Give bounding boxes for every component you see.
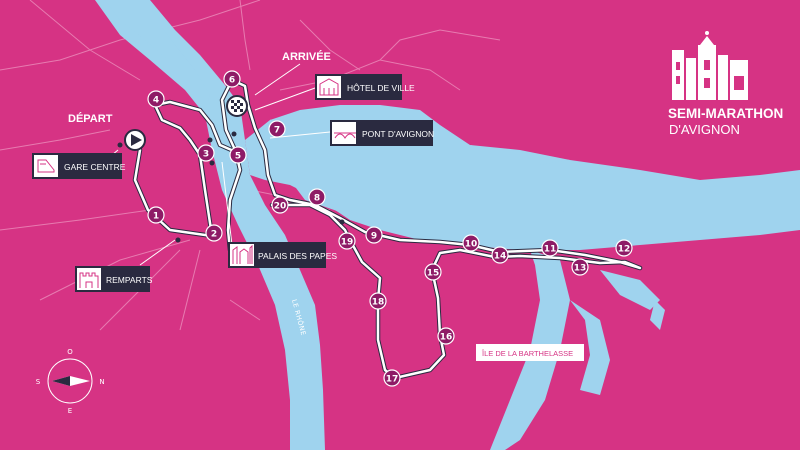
svg-text:9: 9 (371, 232, 377, 242)
svg-text:15: 15 (427, 269, 440, 279)
svg-text:18: 18 (372, 298, 385, 308)
play-icon (131, 134, 142, 146)
finish-label: ARRIVÉE (282, 50, 331, 63)
callout-palais-des-papes-text: PALAIS DES PAPES (258, 251, 337, 261)
km-marker-10: 10 (462, 234, 480, 252)
svg-text:8: 8 (314, 194, 320, 204)
svg-text:17: 17 (386, 375, 399, 385)
km-marker-17: 17 (383, 369, 401, 387)
km-marker-13: 13 (571, 258, 589, 276)
svg-text:19: 19 (341, 238, 354, 248)
km-marker-8: 8 (308, 188, 326, 206)
logo-line1: SEMI-MARATHON (668, 106, 783, 121)
svg-text:6: 6 (229, 76, 235, 86)
km-marker-9: 9 (365, 226, 383, 244)
km-marker-4: 4 (147, 90, 165, 108)
callout-pont-davignon: PONT D'AVIGNON (269, 120, 434, 146)
km-marker-18: 18 (369, 292, 387, 310)
km-marker-14: 14 (491, 246, 509, 264)
callout-remparts: REMPARTS (75, 239, 176, 292)
palace-icon (232, 244, 253, 264)
finish-pointer (254, 63, 301, 96)
km-marker-3: 3 (197, 144, 215, 162)
svg-text:12: 12 (618, 245, 631, 255)
km-marker-20: 20 (271, 196, 289, 214)
callout-gare-centre: GARE CENTRE (32, 149, 126, 179)
km-marker-2: 2 (205, 224, 223, 242)
km-markers: 1 2 3 4 5 6 7 8 9 10 11 12 13 14 15 16 1… (147, 70, 633, 387)
island-label: ÎLE DE LA BARTHELASSE (481, 349, 573, 358)
finish-marker (226, 95, 248, 117)
svg-text:13: 13 (574, 264, 587, 274)
km-marker-19: 19 (338, 232, 356, 250)
svg-text:3: 3 (203, 150, 209, 160)
callout-hotel-de-ville: HÔTEL DE VILLE (254, 74, 415, 111)
km-marker-11: 11 (541, 239, 559, 257)
checkered-flag-icon (231, 100, 243, 112)
city-hall-icon (319, 78, 339, 96)
start-marker (124, 129, 146, 151)
callout-palais-des-papes: PALAIS DES PAPES (221, 161, 337, 268)
route-waypoint-dots (117, 131, 345, 243)
km-marker-5: 5 (229, 146, 247, 164)
km-marker-7: 7 (268, 120, 286, 138)
train-icon (37, 159, 55, 173)
svg-text:4: 4 (153, 96, 159, 106)
callout-pont-davignon-text: PONT D'AVIGNON (362, 129, 434, 139)
palace-logo-icon (672, 31, 748, 100)
compass-s: S (36, 378, 41, 386)
compass-n: N (99, 378, 104, 386)
km-marker-16: 16 (437, 327, 455, 345)
km-marker-15: 15 (424, 263, 442, 281)
start-label: DÉPART (68, 112, 113, 125)
rampart-icon (79, 272, 99, 288)
island-label-box (476, 344, 584, 361)
svg-text:2: 2 (211, 230, 217, 240)
callout-hotel-de-ville-text: HÔTEL DE VILLE (347, 83, 415, 93)
svg-text:10: 10 (465, 240, 478, 250)
svg-text:14: 14 (494, 252, 507, 262)
callout-remparts-text: REMPARTS (106, 275, 153, 285)
logo-line2: D'AVIGNON (669, 122, 740, 137)
compass-e: E (68, 407, 72, 415)
svg-text:1: 1 (153, 212, 159, 222)
route-path (132, 77, 643, 381)
bridge-icon (334, 132, 356, 139)
svg-text:20: 20 (274, 202, 287, 212)
svg-text:16: 16 (440, 333, 453, 343)
compass: O E S N (36, 348, 105, 415)
km-marker-1: 1 (147, 206, 165, 224)
svg-text:11: 11 (544, 245, 557, 255)
km-marker-12: 12 (615, 239, 633, 257)
compass-o: O (67, 348, 73, 356)
callout-gare-centre-text: GARE CENTRE (64, 162, 126, 172)
event-logo: SEMI-MARATHON D'AVIGNON (668, 31, 783, 137)
km-marker-6: 6 (223, 70, 241, 88)
svg-text:5: 5 (235, 152, 241, 162)
svg-text:7: 7 (274, 126, 280, 136)
